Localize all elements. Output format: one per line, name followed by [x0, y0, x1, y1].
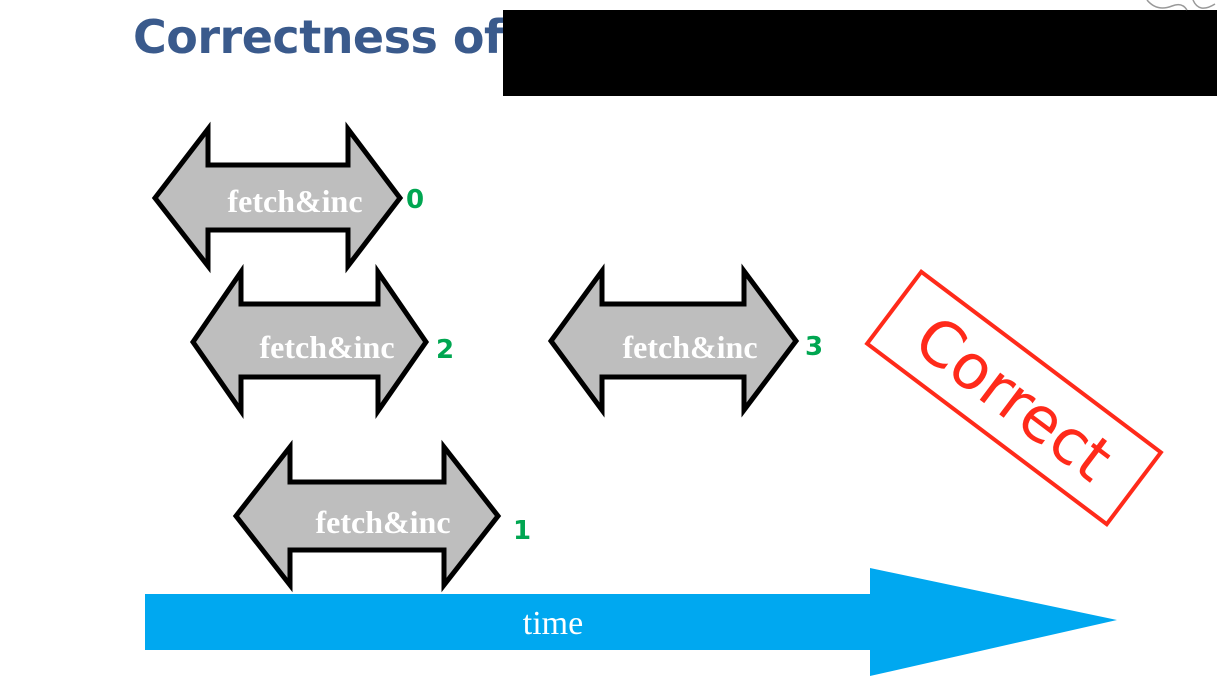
- corner-decoration: [1146, 0, 1216, 11]
- operation-label: fetch&inc: [315, 504, 450, 540]
- operation-arrow: fetch&inc 1: [232, 439, 531, 593]
- operation-arrow: fetch&inc 2: [189, 263, 454, 419]
- time-arrow: time: [145, 568, 1117, 676]
- slide-title: Correctness of: [133, 10, 504, 64]
- operation-label: fetch&inc: [227, 183, 362, 219]
- operation-arrow: fetch&inc 0: [151, 121, 424, 274]
- time-label: time: [523, 605, 583, 642]
- operation-label: fetch&inc: [259, 329, 394, 365]
- operation-label: fetch&inc: [622, 329, 757, 365]
- operation-arrow: fetch&inc 3: [547, 263, 823, 418]
- operation-result: 3: [805, 332, 823, 362]
- operation-result: 1: [513, 516, 531, 546]
- operation-result: 2: [436, 335, 454, 365]
- operation-result: 0: [406, 185, 424, 215]
- correct-stamp: Correct: [864, 268, 1164, 528]
- redaction-bar: [503, 10, 1217, 96]
